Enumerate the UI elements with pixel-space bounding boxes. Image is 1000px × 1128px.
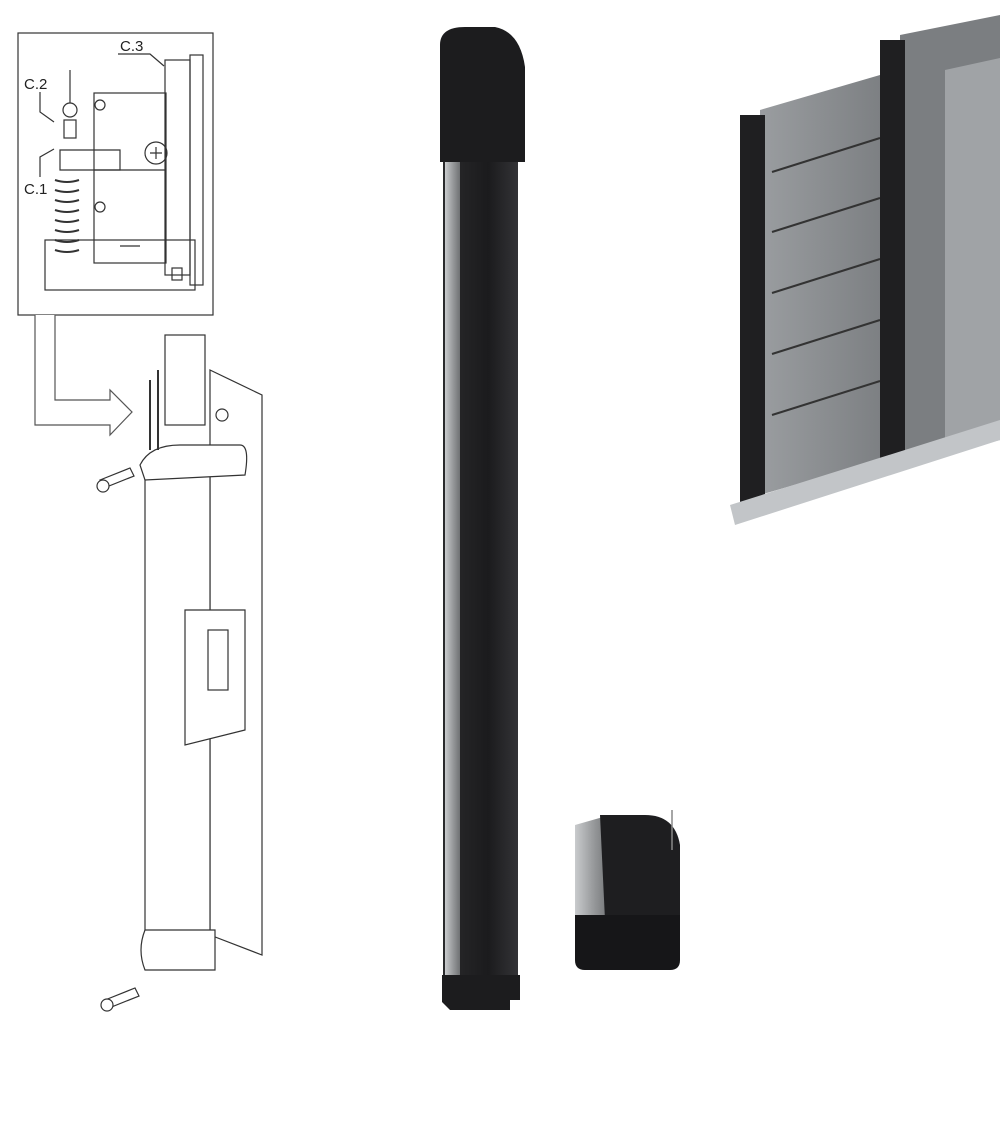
arrow-icon <box>34 315 133 437</box>
callout-c2: C.2 <box>24 76 47 93</box>
sliding-gate-render <box>730 15 1000 525</box>
black-post <box>440 27 525 1010</box>
post-line-drawing <box>96 334 263 1012</box>
end-cap-part <box>575 810 680 970</box>
detail-inset <box>17 32 214 316</box>
callout-c1: C.1 <box>24 181 47 198</box>
callout-c3: C.3 <box>120 38 143 55</box>
callout-leader-lines <box>39 53 165 177</box>
callout-labels: C.3 C.2 C.1 <box>24 38 165 198</box>
